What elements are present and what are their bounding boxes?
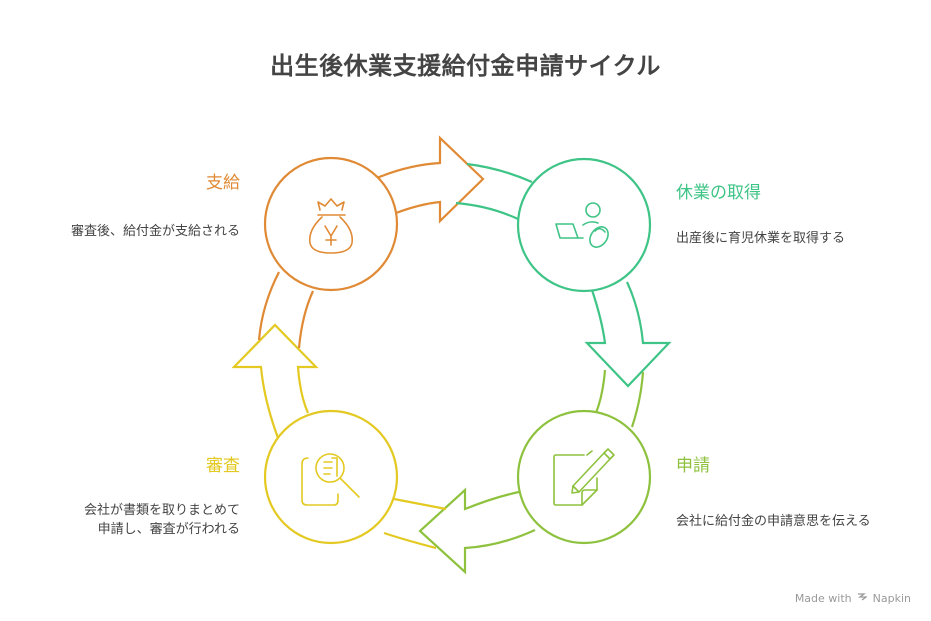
stage-desc-review: 会社が書類を取りまとめて 申請し、審査が行われる [20,501,240,539]
circle-review [263,409,399,545]
document-pen-icon [553,448,615,506]
arrow-leave-to-application [584,281,672,428]
document-magnifier-icon [301,453,360,506]
diagram-title: 出生後休業支援給付金申請サイクル [270,52,661,80]
stage-desc-review-line-1: 会社が書類を取りまとめて [83,503,240,518]
stage-desc-review-line-2: 申請し、審査が行われる [97,522,240,537]
arrow-payment-to-leave [376,135,533,224]
stage-title-review: 審査 [206,456,240,476]
stage-desc-application: 会社に給付金の申請意思を伝える [676,514,871,529]
circle-application [516,409,652,545]
napkin-logo-icon [858,593,868,601]
circle-payment [263,156,399,292]
made-with-label: Made with [794,592,852,605]
arrow-application-to-review [383,487,536,575]
stage-title-payment: 支給 [206,173,240,193]
stage-desc-leave: 出産後に育児休業を取得する [676,231,846,246]
footer-attribution: Made with Napkin [795,592,911,605]
arrow-review-to-payment [231,271,319,439]
stage-title-application: 申請 [676,456,710,476]
stage-title-leave: 休業の取得 [676,183,761,203]
parent-laptop-baby-icon [555,202,609,248]
stage-desc-payment: 審査後、給付金が支給される [70,224,240,239]
napkin-brand-label: Napkin [872,592,911,605]
money-bag-yen-icon [308,198,354,254]
